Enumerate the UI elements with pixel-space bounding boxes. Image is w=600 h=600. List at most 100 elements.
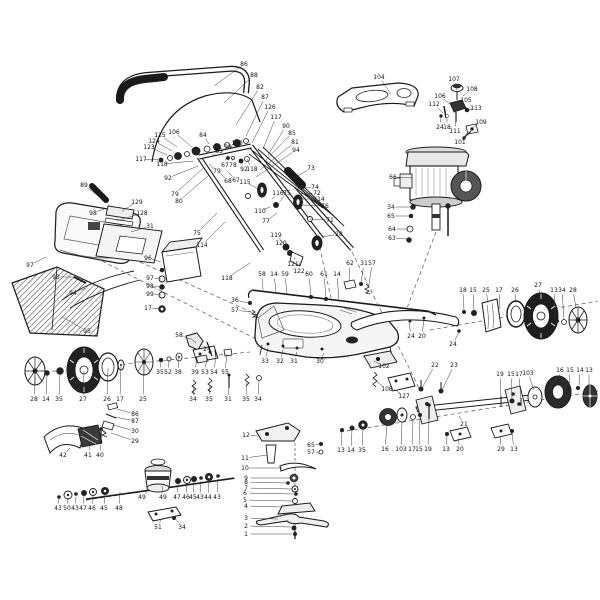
part-number-label: 76 — [321, 203, 329, 210]
leader-line — [368, 267, 372, 286]
leader-line — [104, 493, 106, 504]
leader-line — [82, 370, 85, 395]
part-labels: 8688828712611790858194125124123117118921… — [26, 61, 593, 538]
leader-line — [83, 495, 85, 504]
leader-line — [396, 238, 408, 240]
height-adjuster-drawing — [158, 332, 262, 395]
leader-line — [240, 160, 243, 165]
part-number-label: 43 — [196, 494, 204, 501]
part-number-label: 32 — [276, 358, 284, 365]
part-number-label: 114 — [196, 242, 208, 249]
part-number-label: 104 — [373, 74, 385, 81]
leader-line — [568, 374, 570, 387]
leader-line — [216, 478, 219, 493]
leader-line — [293, 256, 296, 260]
part-number-label: 90 — [282, 123, 290, 130]
part-number-label: 67 — [232, 177, 240, 184]
leader-line — [360, 267, 364, 284]
part-number-label: 31 — [360, 260, 368, 267]
leader-line — [250, 487, 293, 490]
leader-line — [227, 145, 234, 150]
part-number-label: 63 — [388, 235, 396, 242]
leader-line — [116, 408, 131, 414]
part-number-label: 34 — [189, 396, 197, 403]
part-number-label: 81 — [291, 139, 299, 146]
mower-deck-drawing — [254, 302, 400, 359]
leader-line — [246, 158, 251, 166]
part-number-label: 97 — [26, 262, 34, 269]
leader-line — [152, 259, 162, 263]
rear-axle-drawing — [340, 375, 598, 432]
leader-line — [472, 294, 475, 312]
mesh-bag — [11, 266, 105, 337]
part-number-label: 117 — [270, 114, 282, 121]
leader-line — [168, 359, 170, 368]
leader-line — [195, 356, 198, 368]
part-number-label: 31 — [146, 223, 154, 230]
leader-line — [263, 136, 290, 163]
part-number-label: 55 — [221, 369, 229, 376]
part-number-label: 30 — [316, 358, 324, 365]
bag-frame-wire — [61, 270, 135, 301]
upper-handle-drawing — [116, 65, 261, 163]
leader-line — [441, 368, 453, 391]
leader-line — [211, 153, 216, 157]
part-number-label: 95 — [83, 328, 91, 335]
part-number-label: 33 — [261, 358, 269, 365]
leader-line — [446, 435, 448, 445]
leader-line — [249, 492, 295, 495]
leader-line — [529, 377, 535, 391]
control-rod-drawing — [247, 279, 437, 318]
leader-line — [458, 103, 464, 109]
part-number-label: 46 — [182, 494, 190, 501]
part-number-label: 48 — [115, 505, 123, 512]
part-number-label: 75 — [193, 230, 201, 237]
leader-line — [373, 360, 381, 365]
part-number-label: 35 — [242, 396, 250, 403]
leader-line — [58, 498, 60, 504]
part-number-label: 27 — [534, 282, 542, 289]
leader-line — [573, 294, 577, 309]
leader-line — [350, 429, 353, 446]
leader-line — [255, 152, 293, 178]
leader-line — [274, 278, 277, 293]
part-number-label: 4 — [244, 503, 248, 510]
leader-line — [422, 318, 425, 332]
leader-line — [455, 119, 457, 127]
part-number-label: 57 — [231, 307, 239, 314]
part-number-label: 20 — [456, 446, 464, 453]
part-number-label: 17 — [144, 305, 152, 312]
leader-line — [249, 454, 268, 458]
part-number-label: 107 — [448, 76, 460, 83]
part-number-label: 105 — [460, 97, 472, 104]
leader-line — [458, 415, 462, 421]
leader-line — [538, 289, 541, 296]
part-number-label: 13 — [337, 447, 345, 454]
leader-line — [283, 246, 290, 253]
part-number-label: 59 — [281, 271, 289, 278]
part-number-label: 15 — [566, 367, 574, 374]
leader-line — [397, 176, 414, 179]
leader-line — [154, 278, 162, 280]
part-number-label: 124 — [148, 138, 160, 145]
part-number-label: 60 — [305, 271, 313, 278]
leader-line — [309, 218, 326, 221]
part-number-label: 34 — [178, 524, 186, 531]
part-number-label: 23 — [450, 362, 458, 369]
part-number-label: 126 — [264, 104, 276, 111]
engine-drawing — [393, 146, 482, 243]
part-number-label: 73 — [307, 165, 315, 172]
part-number-label: 93 — [52, 274, 60, 281]
leader-line — [213, 66, 241, 87]
part-number-label: 67 — [221, 162, 229, 169]
leader-line — [264, 206, 271, 210]
leader-line — [462, 131, 469, 139]
leader-line — [280, 349, 284, 357]
leader-line — [511, 432, 514, 445]
leader-line — [462, 294, 465, 311]
leader-line — [100, 442, 102, 451]
leader-line — [296, 187, 311, 190]
leader-line — [457, 437, 460, 445]
leader-line — [87, 187, 98, 196]
leader-line — [193, 481, 195, 493]
